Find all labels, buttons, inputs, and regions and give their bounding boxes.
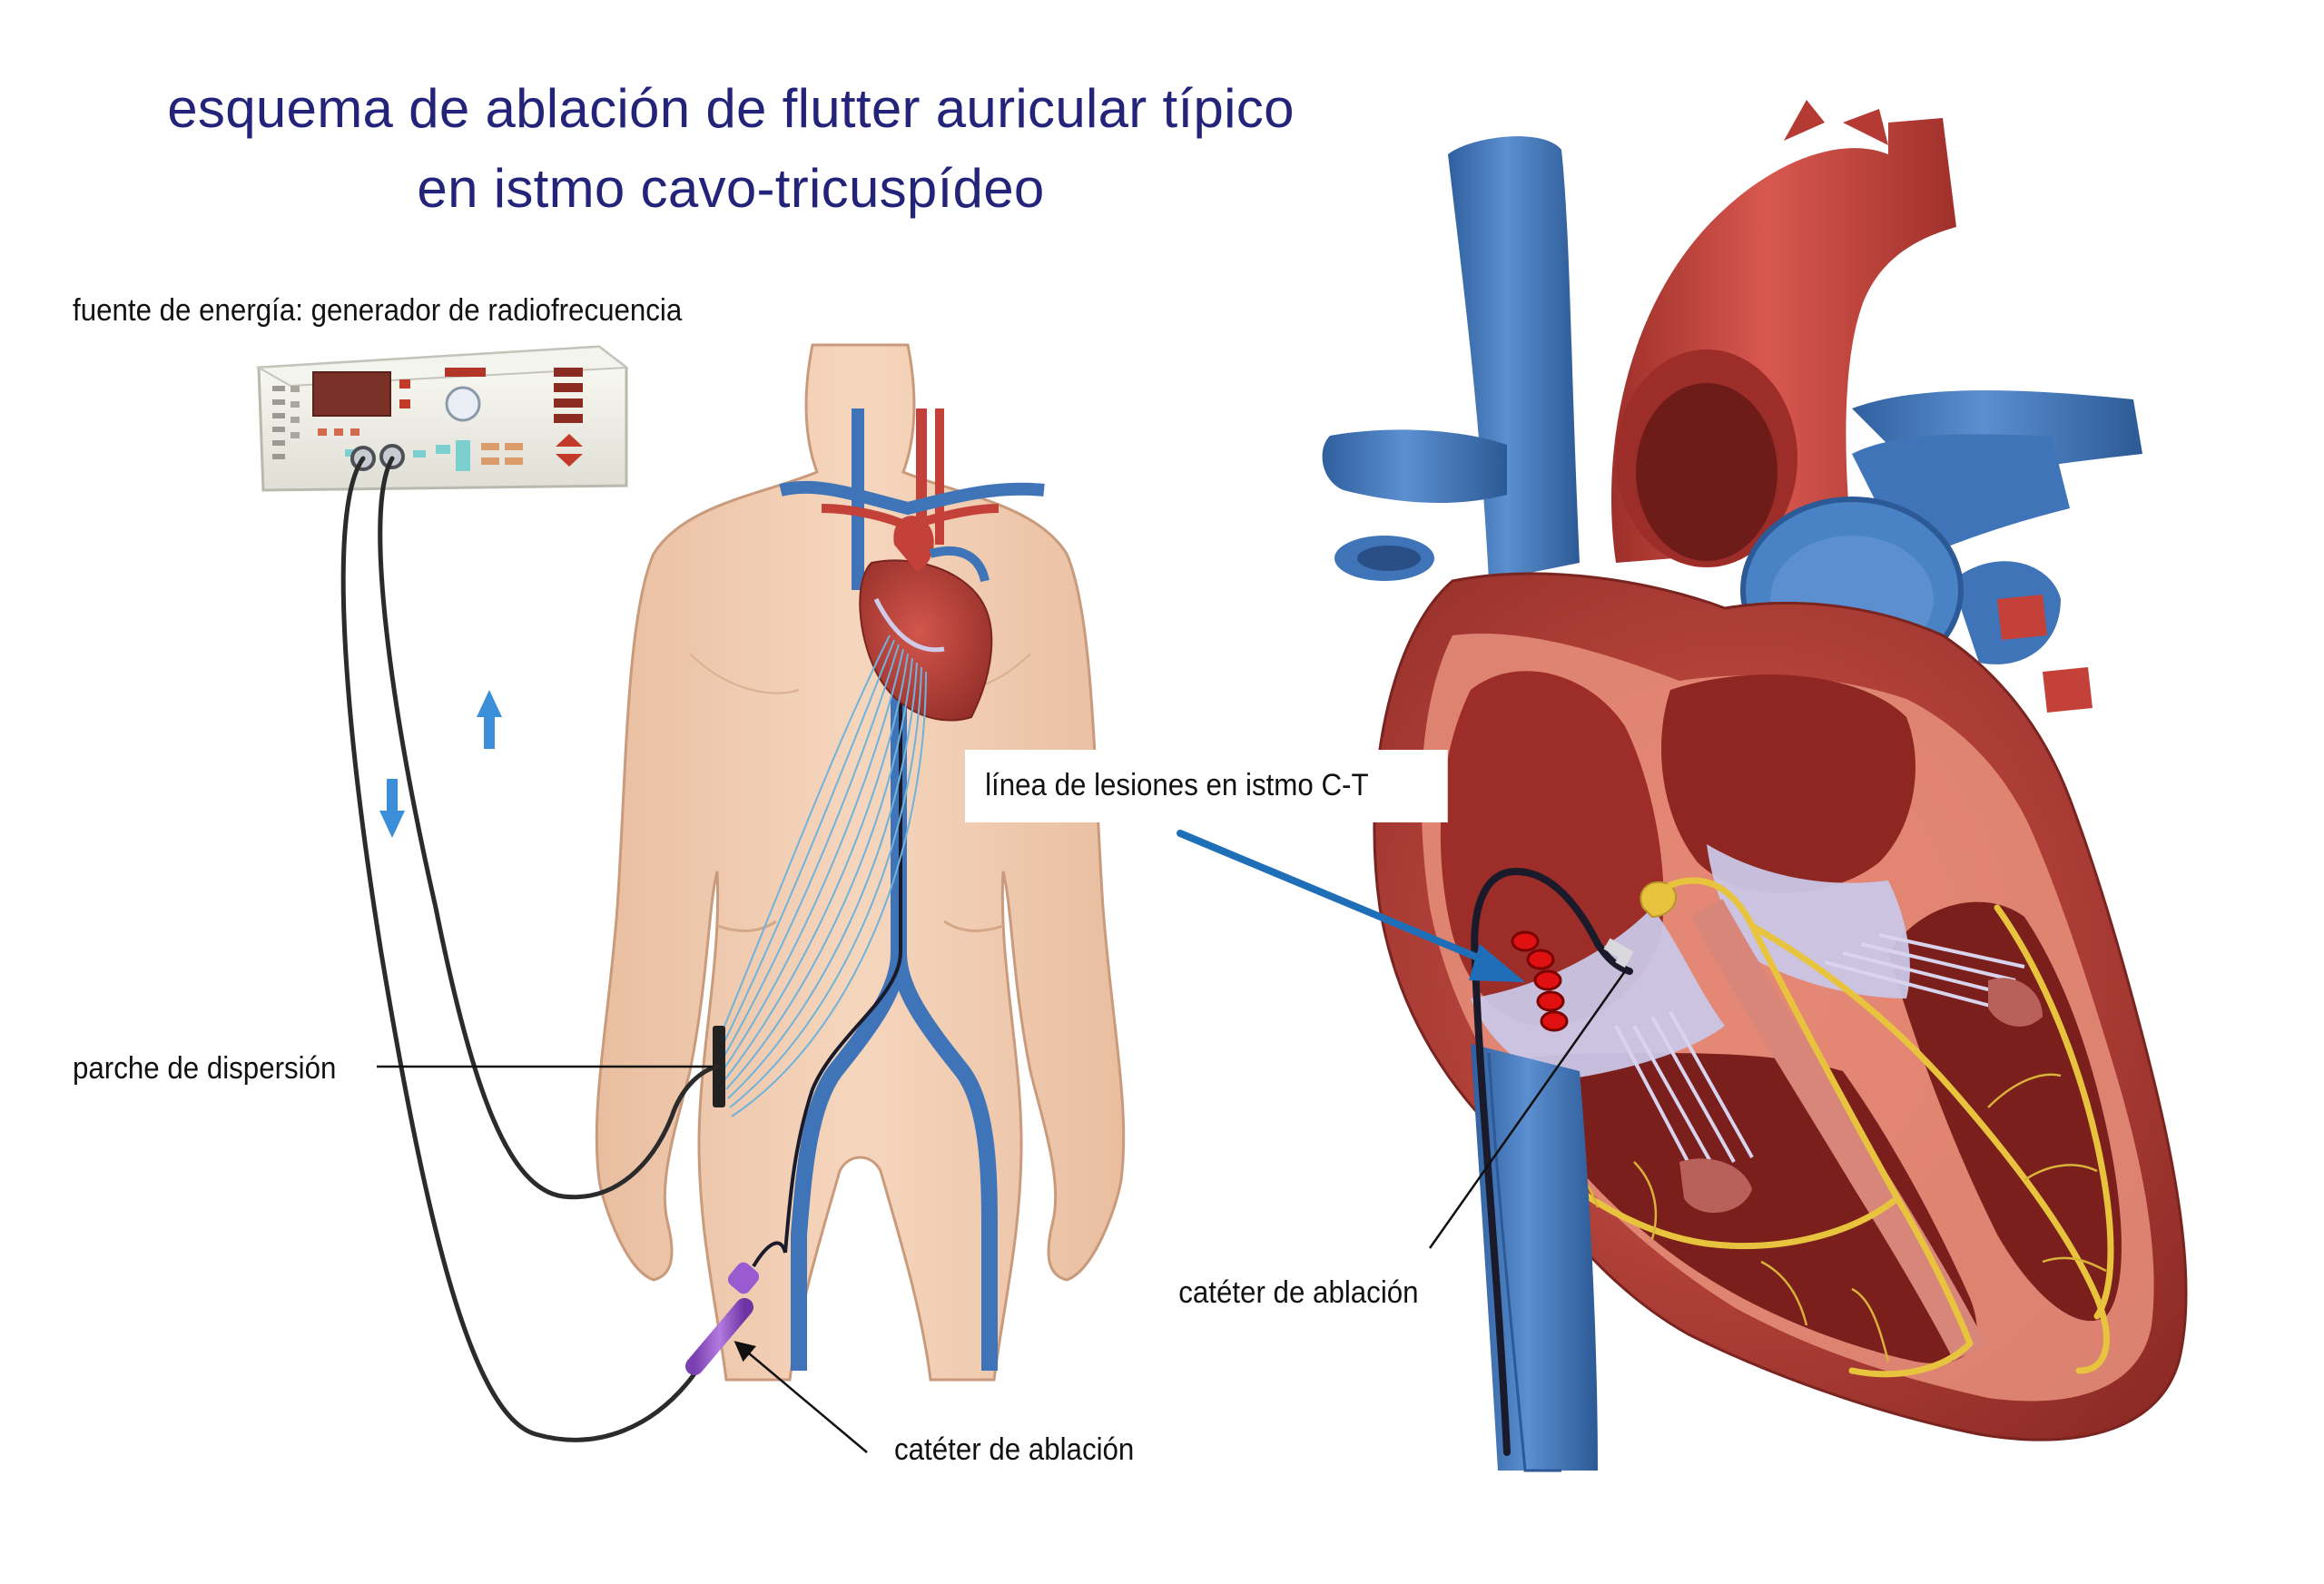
catheter-body-pointer-line (734, 1341, 868, 1453)
catheter-handle (685, 1241, 787, 1375)
generator-knob (445, 386, 481, 422)
catheter-tip-electrodes (1603, 938, 1634, 969)
current-dispersion-lines (716, 635, 927, 1117)
cable-to-patch (378, 456, 720, 1200)
dispersion-patch-label: parche de dispersión (73, 1051, 337, 1086)
inferior-vena-cava (1471, 1044, 1598, 1471)
energy-source-label: fuente de energía: generador de radiofre… (73, 293, 683, 328)
pulmonary-veins-left (1322, 429, 1507, 504)
left-atrium-cavity (1661, 674, 1915, 893)
body-heart (859, 516, 993, 722)
heart-cross-section (1322, 100, 2188, 1472)
chordae-tendineae (1614, 933, 2025, 1181)
lesion-dots (1511, 930, 1569, 1032)
catheter-body-label: catéter de ablación (894, 1432, 1135, 1467)
rf-generator (255, 345, 629, 492)
arrow-up-icon (477, 690, 502, 749)
tricuspid-valve (1471, 908, 1725, 1080)
generator-cables (340, 456, 743, 1442)
current-direction-arrows (379, 690, 502, 838)
title-line-1: esquema de ablación de flutter auricular… (167, 78, 1295, 139)
heart-ablation-catheter (1471, 867, 1633, 1456)
right-atrium-cavity (1440, 671, 1664, 1026)
left-ventricle-cavity (1888, 901, 2122, 1322)
lesion-pointer-arrow (1177, 830, 1525, 982)
generator-controls-lower (318, 428, 523, 471)
arrow-down-icon (379, 779, 405, 838)
title-line-2: en istmo cavo-tricuspídeo (417, 158, 1045, 219)
lesion-line-label: línea de lesiones en istmo C-T (965, 750, 1448, 822)
generator-buttons-left (290, 386, 300, 438)
cable-to-catheter (340, 456, 743, 1442)
interventricular-septum (1690, 899, 1986, 1361)
superior-vena-cava (1448, 136, 1580, 581)
generator-display (312, 371, 391, 417)
generator-right-panel (554, 368, 583, 467)
generator-side-vents (272, 386, 285, 459)
body-vasculature (779, 408, 1045, 1371)
catheter-heart-pointer-line (1428, 970, 1627, 1249)
generator-indicators (399, 368, 486, 408)
catheter-heart-label: catéter de ablación (1160, 1257, 1466, 1330)
